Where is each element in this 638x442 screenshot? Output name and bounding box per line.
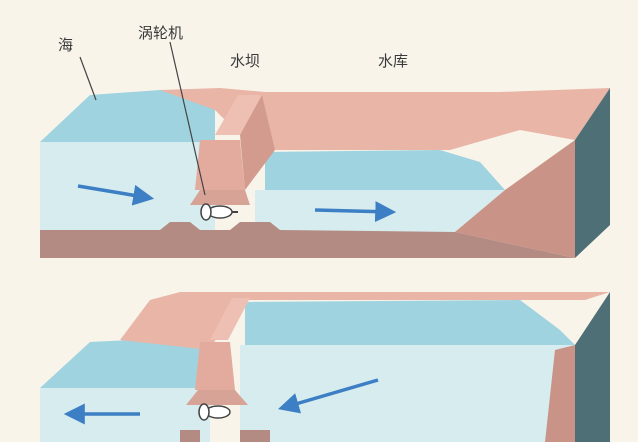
outflow-arrow-right [277, 378, 379, 414]
ground-stub-b [240, 430, 270, 442]
land-top-left-2 [120, 292, 240, 350]
dam-top [215, 95, 262, 135]
dam-side [240, 95, 275, 190]
sea-top-surface [40, 90, 215, 142]
turbine-label: 涡轮机 [138, 24, 183, 42]
sea-front-water [40, 142, 215, 230]
land-top [160, 88, 610, 150]
right-slope [455, 140, 575, 258]
reservoir-water-top-2 [245, 300, 575, 345]
land-top-back-2 [180, 292, 610, 300]
dam-label: 水坝 [230, 52, 260, 70]
ground-stub-a [180, 430, 200, 442]
low-tide-panel [40, 292, 610, 442]
reservoir-label: 水库 [378, 52, 408, 70]
turbine-housing-2 [186, 390, 248, 405]
reservoir-front-water-2 [240, 345, 575, 442]
reservoir-water-top [265, 150, 505, 190]
dam-top-2 [210, 298, 250, 340]
right-cliff [575, 88, 610, 258]
sea-top-surface-2 [40, 340, 210, 388]
turbine-housing [190, 190, 250, 205]
right-cliff-2 [575, 292, 610, 442]
turbine-icon-2 [198, 403, 231, 421]
right-slope-2 [545, 345, 575, 442]
sea-label: 海 [58, 36, 73, 54]
dam-front [195, 140, 245, 190]
turbine-leader [169, 41, 206, 196]
ground-strip [40, 222, 575, 258]
sea-leader [79, 56, 97, 101]
inflow-arrow-left [77, 184, 155, 206]
turbine-icon [200, 203, 238, 221]
dam-front-2 [195, 342, 235, 390]
high-tide-panel [40, 41, 610, 258]
inflow-arrow-right [314, 201, 397, 223]
